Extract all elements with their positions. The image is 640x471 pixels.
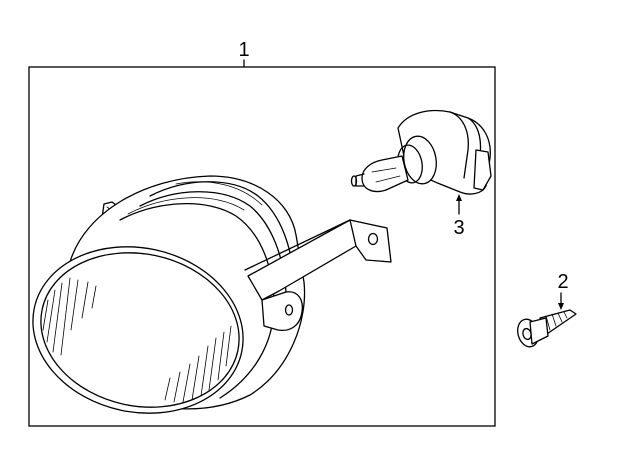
callout-label-1[interactable]: 1 bbox=[238, 39, 249, 61]
lens-hatching bbox=[42, 277, 232, 403]
callout-arrow-2 bbox=[558, 303, 564, 310]
bulb-drawing[interactable] bbox=[350, 109, 492, 195]
callout-label-3[interactable]: 3 bbox=[453, 217, 464, 239]
fog-lamp-drawing[interactable] bbox=[17, 175, 392, 432]
callout-label-2[interactable]: 2 bbox=[557, 271, 568, 293]
callout-arrow-3 bbox=[456, 194, 462, 201]
screw-drawing[interactable] bbox=[515, 309, 577, 349]
assembly-frame bbox=[28, 66, 496, 427]
